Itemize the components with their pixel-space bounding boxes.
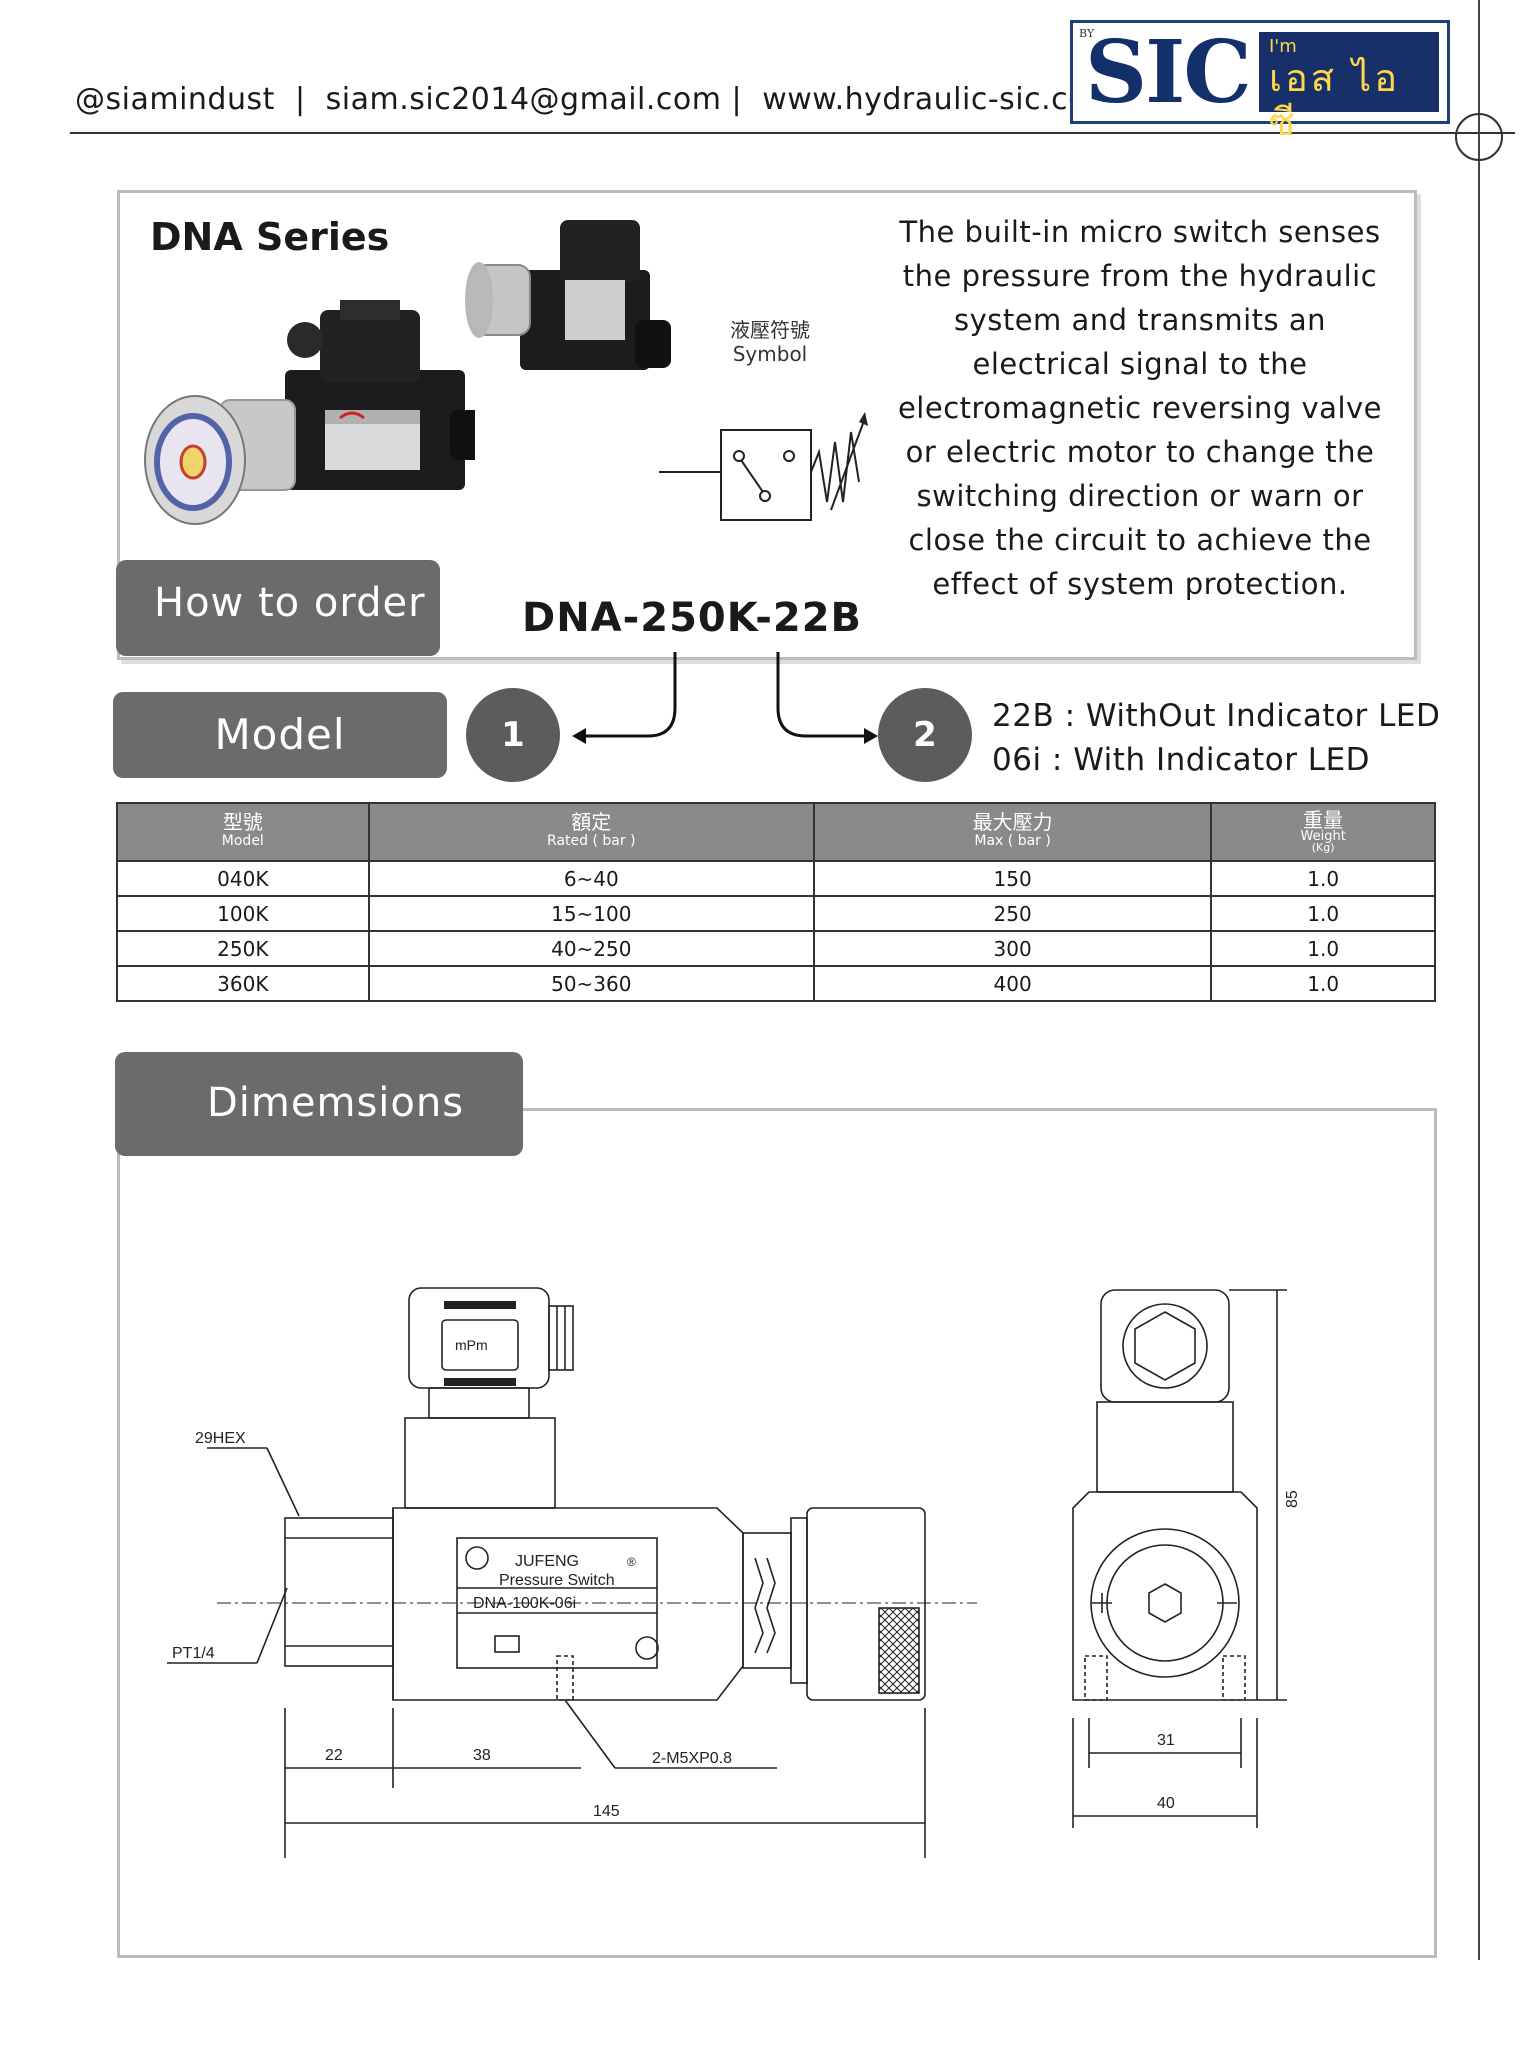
- cell-weight: 1.0: [1210, 895, 1436, 932]
- separator: |: [731, 82, 743, 117]
- cell-weight: 1.0: [1210, 930, 1436, 967]
- table-row: 100K 15~100 250 1.0: [116, 895, 1436, 932]
- dimensions-label: Dimemsions: [115, 1052, 523, 1156]
- cell-max: 400: [812, 965, 1213, 1002]
- label-31: 31: [1157, 1732, 1175, 1749]
- cell-weight: 1.0: [1210, 860, 1436, 897]
- cell-rated: 40~250: [367, 930, 815, 967]
- label-22: 22: [325, 1747, 343, 1764]
- symbol-label-zh: 液壓符號: [730, 318, 810, 342]
- cell-model: 100K: [116, 895, 370, 932]
- description-line: The built-in micro switch senses: [899, 215, 1381, 249]
- description-line: electrical signal to the: [972, 347, 1308, 381]
- dimension-lines-side: 22 38 145: [284, 1708, 926, 1858]
- description-line: switching direction or warn or: [916, 479, 1364, 513]
- cell-model: 250K: [116, 930, 370, 967]
- label-hex: 29HEX: [195, 1430, 246, 1447]
- description-line: electromagnetic reversing valve: [897, 391, 1383, 425]
- callouts: 29HEX PT1/4 2-M5XP0.8: [167, 1430, 777, 1769]
- table-row: 360K 50~360 400 1.0: [116, 965, 1436, 1002]
- product-photo-side: [465, 220, 671, 370]
- logo-thai-badge: I'm เอส ไอ ซี: [1259, 32, 1439, 144]
- description-line: close the circuit to achieve the: [908, 523, 1372, 557]
- table-row: 250K 40~250 300 1.0: [116, 930, 1436, 967]
- website-link[interactable]: www.hydraulic-sic.com: [762, 82, 1117, 117]
- separator: |: [294, 82, 306, 117]
- how-to-order-label: How to order: [116, 560, 440, 656]
- description-line: effect of system protection.: [932, 567, 1348, 601]
- dimensions-panel: [117, 1108, 1437, 1958]
- description-line: the pressure from the hydraulic: [902, 259, 1378, 293]
- sic-logo: BY SIC I'm เอส ไอ ซี: [1070, 20, 1450, 144]
- order-arrows: [572, 652, 878, 744]
- label-38: 38: [473, 1747, 491, 1764]
- step-1-badge: 1: [466, 688, 560, 782]
- cell-max: 150: [812, 860, 1213, 897]
- symbol-label: 液壓符號 Symbol: [700, 318, 840, 366]
- front-view: 31 40 85: [1072, 1289, 1301, 1828]
- cell-model: 040K: [116, 860, 370, 897]
- label-40: 40: [1157, 1795, 1175, 1812]
- dimension-drawing: mPm JUFENG ® Pressure Switch DNA-100K-06…: [167, 1287, 1301, 1858]
- hydraulic-symbol-icon: [659, 412, 868, 521]
- intro-panel: [117, 190, 1417, 660]
- plate-reg: ®: [627, 1555, 636, 1569]
- label-port: PT1/4: [172, 1645, 215, 1662]
- header-divider: [70, 132, 1515, 134]
- cell-max: 250: [812, 895, 1213, 932]
- logo-brand: SIC: [1085, 22, 1252, 123]
- cell-rated: 50~360: [367, 965, 815, 1002]
- logo-im: I'm: [1269, 36, 1297, 57]
- option-06i: 06i : With Indicator LED: [992, 742, 1371, 778]
- cell-model: 360K: [116, 965, 370, 1002]
- label-145: 145: [593, 1803, 620, 1820]
- series-title: DNA Series: [150, 215, 390, 259]
- model-label: Model: [113, 692, 447, 778]
- cell-rated: 6~40: [367, 860, 815, 897]
- step-2-badge: 2: [878, 688, 972, 782]
- contact-bar: @siamindust | siam.sic2014@gmail.com | w…: [75, 82, 1117, 117]
- registration-mark-icon: [1455, 113, 1503, 161]
- symbol-label-en: Symbol: [732, 342, 808, 366]
- description-line: or electric motor to change the: [905, 435, 1375, 469]
- connector-mark: mPm: [455, 1337, 488, 1353]
- product-photo-front: [144, 300, 475, 525]
- cell-rated: 15~100: [367, 895, 815, 932]
- body-side: JUFENG ® Pressure Switch DNA-100K-06i: [217, 1507, 977, 1701]
- cell-max: 300: [812, 930, 1213, 967]
- table-row: 040K 6~40 150 1.0: [116, 860, 1436, 897]
- plate-brand: JUFENG: [515, 1553, 579, 1570]
- logo-thai-text: เอส ไอ ซี: [1269, 56, 1401, 144]
- connector-side: mPm: [404, 1287, 574, 1509]
- label-screw: 2-M5XP0.8: [652, 1750, 732, 1767]
- label-85: 85: [1284, 1490, 1301, 1508]
- margin-line: [1478, 0, 1480, 1960]
- plate-name: Pressure Switch: [499, 1572, 615, 1589]
- description-line: system and transmits an: [953, 303, 1327, 337]
- social-handle: @siamindust: [75, 82, 275, 117]
- logo-by: BY: [1079, 27, 1095, 40]
- email-link[interactable]: siam.sic2014@gmail.com: [325, 82, 722, 117]
- product-description: The built-in micro switch senses the pre…: [880, 210, 1400, 606]
- model-code: DNA-250K-22B: [522, 595, 863, 641]
- option-22b: 22B : WithOut Indicator LED: [992, 698, 1441, 734]
- cell-weight: 1.0: [1210, 965, 1436, 1002]
